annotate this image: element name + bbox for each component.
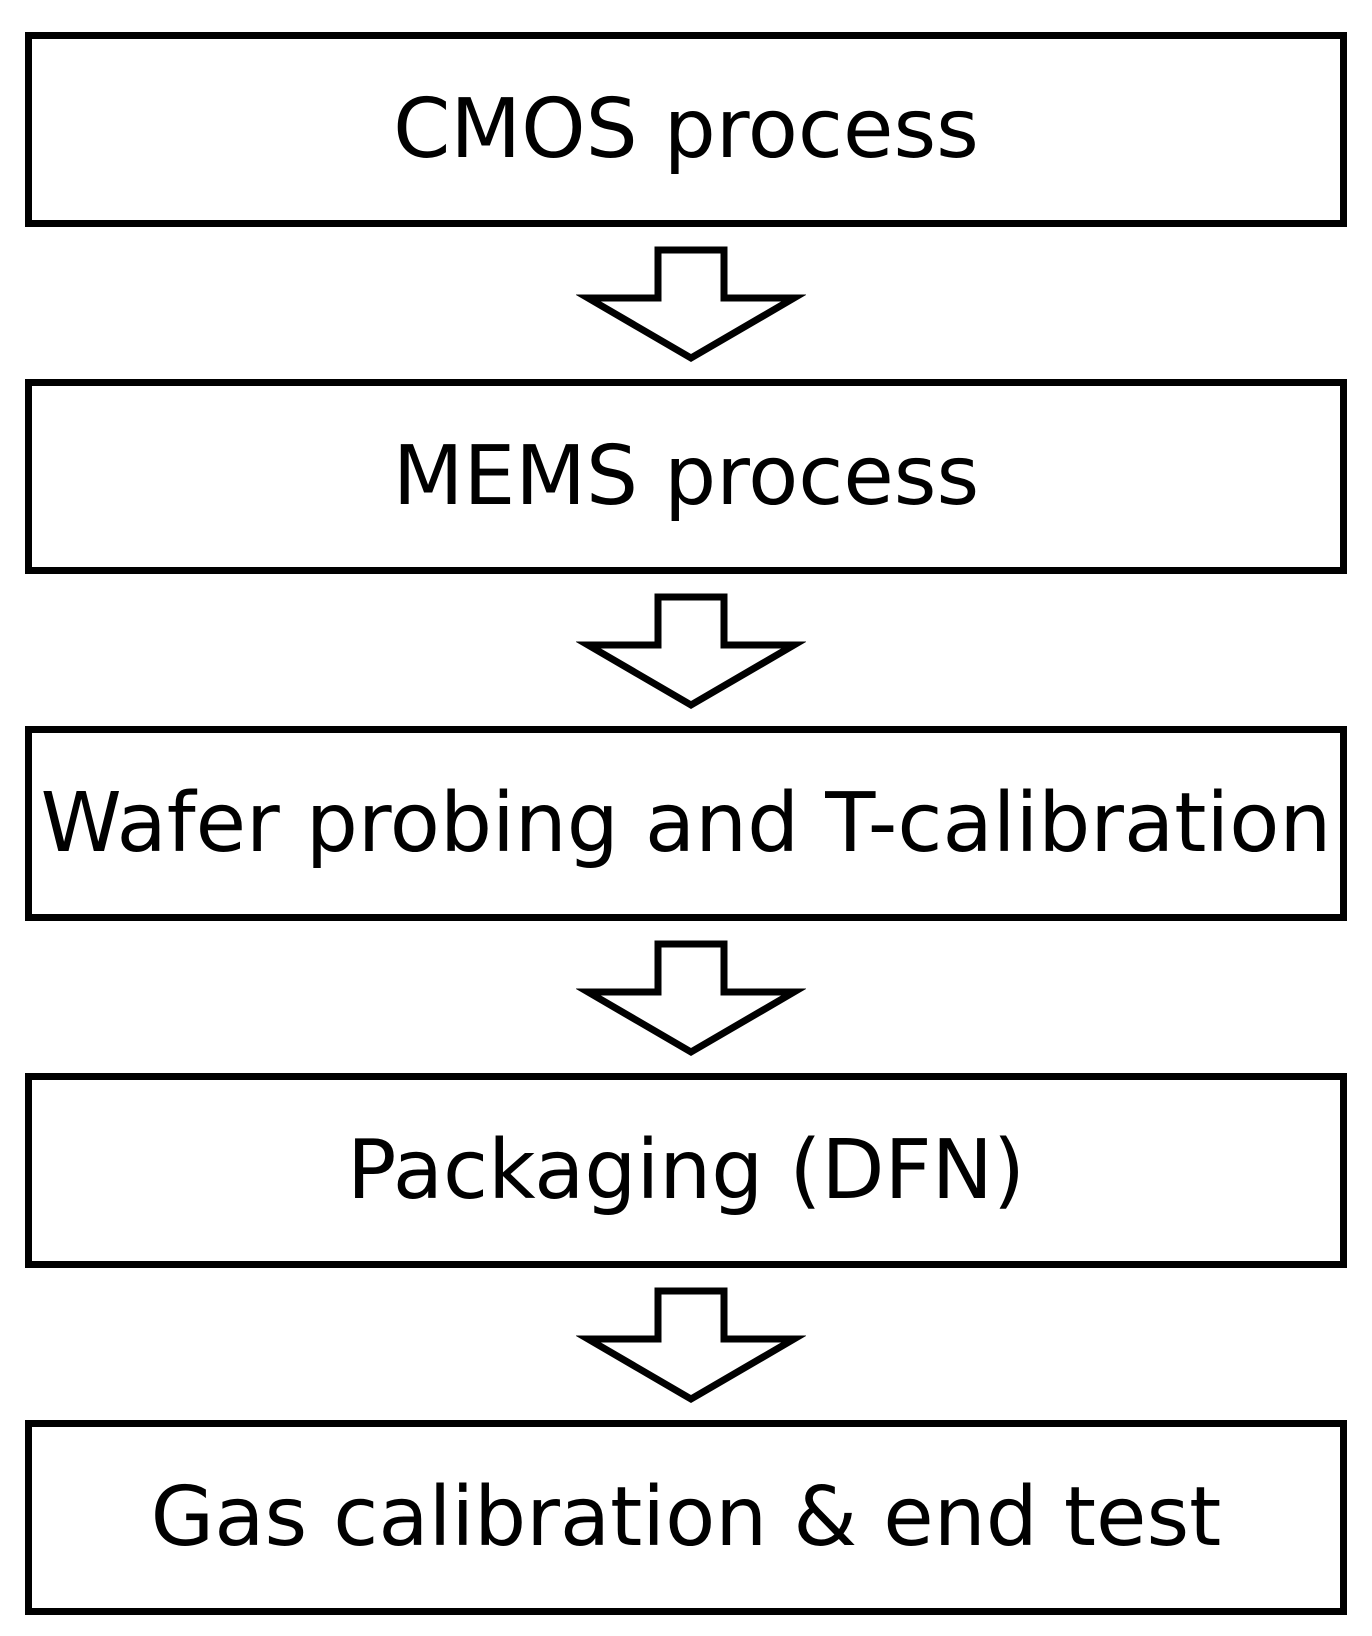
down-arrow-icon — [576, 246, 806, 363]
step-box-cmos-process: CMOS process — [25, 32, 1347, 227]
step-label: Packaging (DFN) — [347, 1122, 1025, 1218]
step-box-packaging: Packaging (DFN) — [25, 1073, 1347, 1268]
step-label: Wafer probing and T-calibration — [40, 775, 1332, 871]
down-arrow-icon — [576, 1287, 806, 1404]
down-arrow-icon — [576, 593, 806, 710]
step-box-gas-calibration: Gas calibration & end test — [25, 1420, 1347, 1615]
step-label: Gas calibration & end test — [150, 1469, 1222, 1565]
step-label: MEMS process — [392, 428, 980, 524]
step-box-mems-process: MEMS process — [25, 379, 1347, 574]
down-arrow-icon — [576, 940, 806, 1057]
step-box-wafer-probing: Wafer probing and T-calibration — [25, 726, 1347, 921]
step-label: CMOS process — [393, 81, 979, 177]
